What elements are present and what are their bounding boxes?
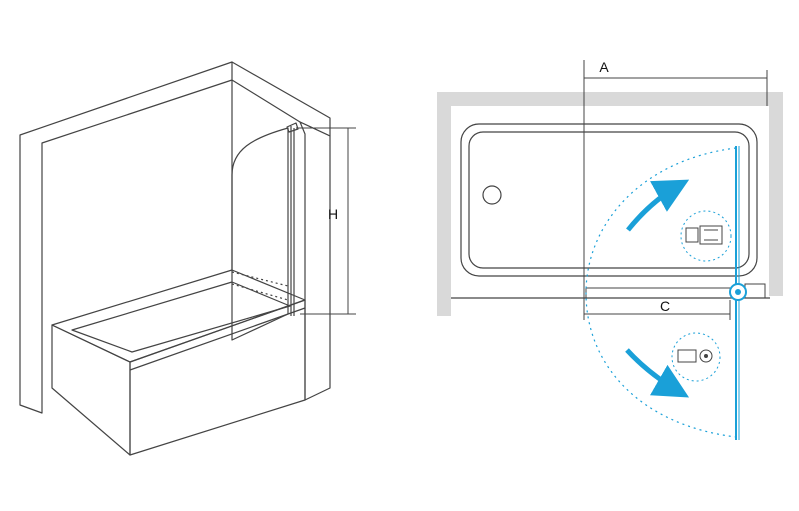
bath-top — [51, 269, 306, 363]
curved-arrow-icon — [626, 179, 690, 232]
hinge-detail-icon — [671, 332, 721, 382]
profile-rail — [585, 287, 737, 299]
bath-outer — [460, 123, 758, 277]
bath-edge-line — [129, 307, 306, 371]
side-wall — [769, 106, 783, 296]
back-wall-top — [231, 61, 331, 137]
bath-inner-rim — [71, 281, 291, 353]
hinge-pivot-core — [735, 289, 741, 295]
shower-screen — [231, 127, 289, 341]
hinge-detail-icon — [680, 210, 732, 262]
bath-side — [129, 299, 306, 456]
isometric-view — [19, 61, 331, 456]
bath-inner — [468, 131, 750, 269]
swing-path — [585, 147, 737, 438]
bath-front — [51, 324, 131, 456]
right-wall — [299, 121, 331, 401]
height-label: H — [328, 206, 338, 222]
wall-bracket — [744, 283, 766, 299]
width-a-label: A — [599, 59, 609, 75]
hinge — [286, 122, 299, 133]
width-c-label: C — [660, 298, 670, 314]
height-dimension — [296, 127, 356, 315]
curved-arrow-icon — [625, 348, 690, 398]
drain-icon — [482, 185, 502, 205]
plan-view: A C — [437, 59, 783, 440]
